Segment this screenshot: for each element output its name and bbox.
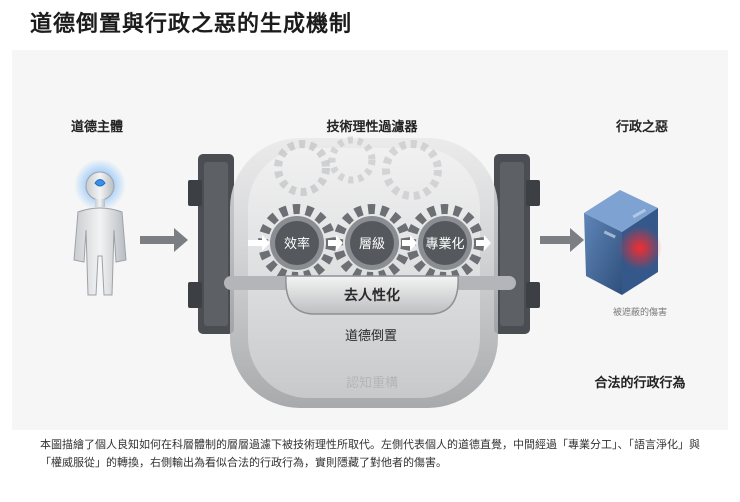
dehumanization-lens: 去人性化 xyxy=(224,275,516,315)
gear-hierarchy: 層級 xyxy=(333,204,411,282)
filter-machine xyxy=(188,136,540,408)
label-moral-subject: 道德主體 xyxy=(70,120,124,135)
hidden-harm-label: 被遮蔽的傷害 xyxy=(613,306,667,318)
gear-specialization: 專業化 xyxy=(406,204,484,282)
cognitive-restructure-label: 認知重構 xyxy=(346,375,398,391)
diagram-graphic: 效率 層級 專業化 去人性化 道德倒置 認知重構 xyxy=(73,136,686,408)
arrow-out-icon xyxy=(540,228,584,252)
gear-efficiency: 效率 xyxy=(258,204,336,282)
moral-inversion-label: 道德倒置 xyxy=(345,329,397,344)
gear-specialization-label: 專業化 xyxy=(425,236,464,252)
diagram-panel: 道德主體 技術理性過濾器 行政之惡 xyxy=(12,50,728,430)
label-technical-filter: 技術理性過濾器 xyxy=(326,120,418,135)
page-title: 道德倒置與行政之惡的生成機制 xyxy=(30,12,353,37)
human-figure-icon xyxy=(73,159,127,296)
lens-label: 去人性化 xyxy=(344,287,400,304)
hidden-harm-cube-icon xyxy=(584,190,662,295)
caption: 本圖描繪了個人良知如何在科層體制的層層過濾下被技術理性所取代。左側代表個人的道德… xyxy=(40,438,700,469)
arrow-in-icon xyxy=(140,228,188,252)
gear-hierarchy-label: 層級 xyxy=(359,237,385,252)
legal-action-label: 合法的行政行為 xyxy=(594,375,685,391)
label-administrative-evil: 行政之惡 xyxy=(615,120,669,135)
inner-arrow-icons xyxy=(248,235,491,251)
gear-efficiency-label: 效率 xyxy=(284,236,310,252)
